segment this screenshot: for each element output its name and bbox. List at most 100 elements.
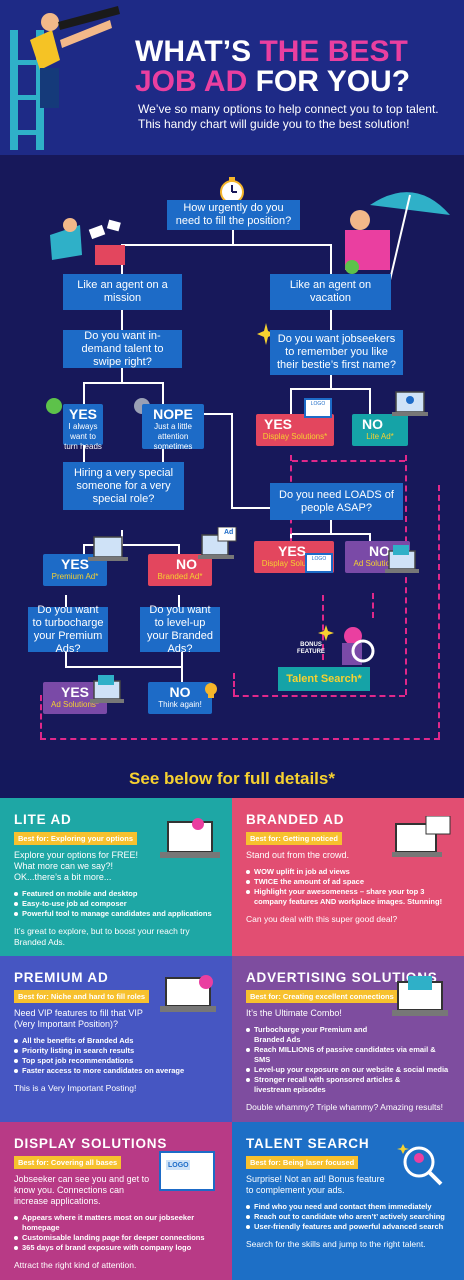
list-item: User-friendly features and powerful adva… (246, 1222, 454, 1232)
card-title: PREMIUM AD (14, 970, 109, 985)
list-item: Appears where it matters most on our job… (14, 1213, 222, 1233)
card-advertising-solutions: ADVERTISING SOLUTIONS Best for: Creating… (232, 956, 464, 1122)
answer-yes-display-solutions: YES Display Solutions* (256, 414, 334, 446)
list-item: Reach out to candidate who aren’t’ activ… (246, 1212, 454, 1222)
list-item: All the benefits of Branded Ads (14, 1036, 222, 1046)
best-for-badge: Best for: Niche and hard to fill roles (14, 990, 150, 1003)
details-banner: See below for full details* (0, 760, 464, 798)
connector (162, 382, 164, 404)
card-title: TALENT SEARCH (246, 1136, 370, 1151)
best-for-badge: Best for: Being laser focused (246, 1156, 359, 1169)
magnifier-person-icon (397, 1144, 443, 1186)
connector (178, 595, 180, 607)
page-title-line1: WHAT’S THE BEST (135, 35, 408, 68)
page-subtitle: We’ve so many options to help connect yo… (138, 102, 439, 131)
list-item: Find who you need and contact them immed… (246, 1202, 454, 1212)
connector (65, 666, 182, 668)
dashed-connector (292, 460, 405, 462)
card-intro: Need VIP features to fill that VIP (Very… (14, 1008, 143, 1029)
list-item: Top spot job recommendations (14, 1056, 222, 1066)
card-intro: Surprise! Not an ad! Bonus feature to co… (246, 1174, 385, 1195)
agent-on-vacation: Like an agent on vacation (270, 274, 391, 310)
page-title-line2: JOB AD FOR YOU? (135, 65, 411, 98)
list-item: Priority listing in search results (14, 1046, 222, 1056)
card-intro: Stand out from the crowd. (246, 850, 350, 860)
list-item: Easy-to-use job ad composer (14, 899, 222, 909)
laptop-email-icon (392, 976, 448, 1016)
card-premium-ad: PREMIUM AD Best for: Niche and hard to f… (0, 956, 232, 1122)
laptop-ad-icon (198, 527, 237, 559)
question-turbocharge-premium: Do you want to turbocharge your Premium … (28, 604, 108, 655)
dashed-connector (438, 485, 440, 738)
answer-yes-turn-heads: YES I always want to turn heads (63, 404, 103, 451)
feature-list: WOW uplift in job ad views TWICE the amo… (246, 867, 454, 907)
list-item: Stronger recall with sponsored articles … (246, 1075, 426, 1095)
card-outro: This is a Very Important Posting! (14, 1083, 137, 1093)
question-in-demand-talent: Do you want in-demand talent to swipe ri… (63, 330, 182, 368)
question-special-role: Hiring a very special someone for a very… (63, 462, 184, 510)
connector (231, 507, 271, 509)
connector (181, 652, 183, 682)
laptop-ad-icon (160, 975, 216, 1012)
flowchart: How urgently do you need to fill the pos… (0, 155, 464, 760)
card-outro: Search for the skills and jump to the ri… (246, 1239, 426, 1249)
connector (231, 413, 233, 508)
busy-worker-illustration (50, 218, 125, 265)
connector (330, 520, 332, 534)
ad-label: Ad (224, 529, 234, 536)
connector (369, 388, 371, 414)
display-logo-icon: LOGO (305, 553, 333, 573)
card-outro: Attract the right kind of attention. (14, 1260, 137, 1270)
list-item: Faster access to more candidates on aver… (14, 1066, 222, 1076)
list-item: TWICE the amount of ad space (246, 877, 454, 887)
agent-on-mission: Like an agent on a mission (63, 274, 182, 310)
card-title: DISPLAY SOLUTIONS (14, 1136, 168, 1151)
dashed-connector (405, 455, 407, 695)
connector (178, 544, 180, 554)
feature-list: Appears where it matters most on our job… (14, 1213, 222, 1253)
connector (290, 388, 292, 414)
dashed-connector (322, 595, 324, 660)
card-intro: Jobseeker can see you and get to know yo… (14, 1174, 150, 1206)
dashed-connector (372, 593, 374, 618)
card-intro: It’s the Ultimate Combo! (246, 1008, 342, 1018)
list-item: Customisable landing page for deeper con… (14, 1233, 222, 1243)
connector (369, 533, 371, 541)
dashed-connector (233, 673, 235, 695)
card-outro: It’s great to explore, but to boost your… (14, 926, 190, 947)
connector (83, 382, 85, 404)
talent-search-person-illustration (318, 625, 375, 665)
laptop-email-icon (385, 545, 419, 573)
dashed-connector (40, 738, 440, 740)
best-for-badge: Best for: Exploring your options (14, 832, 138, 845)
card-title: ADVERTISING SOLUTIONS (246, 970, 438, 985)
card-branded-ad: BRANDED AD Best for: Getting noticed Sta… (232, 798, 464, 956)
answer-no-think-again: NO Think again! (148, 682, 212, 714)
list-item: WOW uplift in job ad views (246, 867, 454, 877)
connector (290, 388, 370, 390)
best-for-badge: Best for: Getting noticed (246, 832, 342, 845)
laptop-email-icon (90, 675, 124, 703)
talent-search-box: Talent Search* (278, 667, 370, 691)
vacation-person-illustration (345, 192, 450, 280)
answer-no-branded-ad: NO Branded Ad* (148, 554, 212, 586)
feature-list: Featured on mobile and desktop Easy-to-u… (14, 889, 222, 919)
card-outro: Can you deal with this super good deal? (246, 914, 398, 924)
card-title: BRANDED AD (246, 812, 345, 827)
question-remember-name: Do you want jobseekers to remember you l… (270, 330, 403, 375)
connector (330, 244, 332, 274)
bonus-feature-label: BONUS FEATURE (297, 642, 325, 655)
lightbulb-icon (205, 683, 217, 698)
best-for-badge: Best for: Covering all bases (14, 1156, 122, 1169)
connector (121, 310, 123, 330)
connector (83, 544, 179, 546)
connector (290, 533, 370, 535)
connector (121, 244, 331, 246)
laptop-ad-icon (392, 816, 451, 857)
dashed-connector (40, 695, 42, 738)
connector (65, 652, 67, 667)
card-lite-ad: LITE AD Best for: Exploring your options… (0, 798, 232, 956)
laptop-ad-icon (88, 536, 128, 561)
card-talent-search: TALENT SEARCH Best for: Being laser focu… (232, 1122, 464, 1280)
connector (83, 445, 85, 463)
